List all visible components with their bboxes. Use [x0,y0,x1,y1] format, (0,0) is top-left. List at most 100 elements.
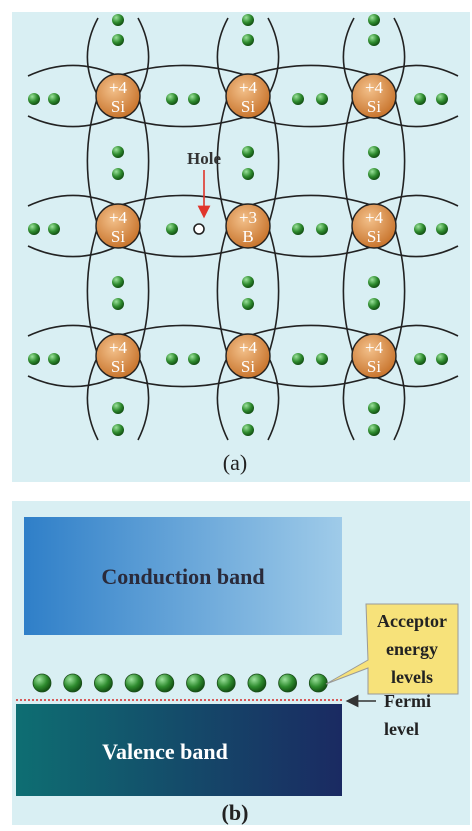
acceptor-dot [155,673,175,693]
fermi-label-line1: Fermi [384,691,431,711]
bond-line [27,194,119,207]
bond-line [342,17,355,97]
hole-marker [193,223,205,235]
bond-line [137,225,150,357]
bond-line [117,115,249,128]
bond-line [27,64,119,77]
atom-symbol: Si [367,357,381,376]
bond-line [117,194,249,207]
electron-dot [414,93,426,105]
caption-b: (b) [222,800,249,825]
bond-line [373,194,459,207]
bond-line [137,355,150,441]
bond-line [373,115,459,128]
electron-dot [112,14,124,26]
bond-line [267,95,280,227]
atom-charge: +3 [239,208,257,227]
lattice-atom: +4Si [225,73,271,119]
bond-line [267,355,280,441]
acceptor-dot [63,673,83,693]
electron-dot [414,353,426,365]
hole-label: Hole [187,149,221,168]
bond-line [86,355,99,441]
atom-charge: +4 [109,78,128,97]
electron-dot [242,424,254,436]
bond-line [247,375,375,388]
acceptor-dot [94,673,113,693]
bond-line [216,17,229,97]
bond-line [216,95,229,227]
bond-line [27,375,119,388]
bond-line [247,115,375,128]
atom-charge: +4 [109,208,128,227]
acceptor-dot [32,673,52,693]
atom-symbol: Si [367,227,381,246]
atom-charge: +4 [365,208,384,227]
electron-dot [436,93,448,105]
bond-line [86,17,99,97]
bond-line [247,324,375,337]
electron-dot [368,14,380,26]
atom-charge: +4 [239,78,258,97]
electron-dot [48,223,60,235]
electron-dot [292,353,304,365]
atom-charge: +4 [109,338,128,357]
lattice-atom: +3B [225,203,271,249]
electron-dot [368,276,380,288]
bond-line [27,245,119,258]
bond-line [117,245,249,258]
bond-line [247,64,375,77]
electron-dot [166,93,178,105]
electron-dot [242,298,254,310]
bond-line [216,355,229,441]
bond-line [117,324,249,337]
bond-line [86,225,99,357]
covalent-bond-lines [27,17,459,441]
bond-line [117,64,249,77]
electron-dot [368,402,380,414]
acceptor-level-dots [32,673,328,693]
bond-line [393,225,406,357]
acceptor-dot [278,673,298,693]
acceptor-dot [308,673,328,693]
atom-symbol: B [242,227,253,246]
atom-symbol: Si [367,97,381,116]
electron-dot [316,223,328,235]
electron-dot [242,402,254,414]
electron-dot [414,223,426,235]
bond-line [117,375,249,388]
electron-dot [48,353,60,365]
bond-line [267,17,280,97]
bond-line [247,194,375,207]
fermi-label-line2: level [384,719,419,739]
electron-dot [292,93,304,105]
lattice-atom: +4Si [351,333,397,379]
lattice-atom: +4Si [225,333,271,379]
electron-dot [112,424,124,436]
electron-dot [28,223,40,235]
bond-line [27,115,119,128]
electron-dot [368,298,380,310]
electron-dot [242,168,254,180]
lattice-atom: +4Si [95,333,141,379]
atom-symbol: Si [111,357,125,376]
acceptor-dot [124,673,144,693]
lattice-atom: +4Si [351,73,397,119]
lattice-atoms: +4Si+4Si+4Si+4Si+3B+4Si+4Si+4Si+4Si [95,73,397,379]
atom-charge: +4 [365,78,384,97]
electron-dot [112,146,124,158]
bond-line [267,225,280,357]
bond-line [27,324,119,337]
conduction-band-label: Conduction band [101,564,264,589]
bond-line [342,95,355,227]
lattice-atom: +4Si [95,73,141,119]
lattice-atom: +4Si [95,203,141,249]
electron-dot [112,298,124,310]
acceptor-dot [247,673,267,693]
bond-line [216,225,229,357]
acceptor-label-line2: energy [386,639,438,659]
electron-dot [368,34,380,46]
atom-symbol: Si [111,227,125,246]
atom-charge: +4 [239,338,258,357]
